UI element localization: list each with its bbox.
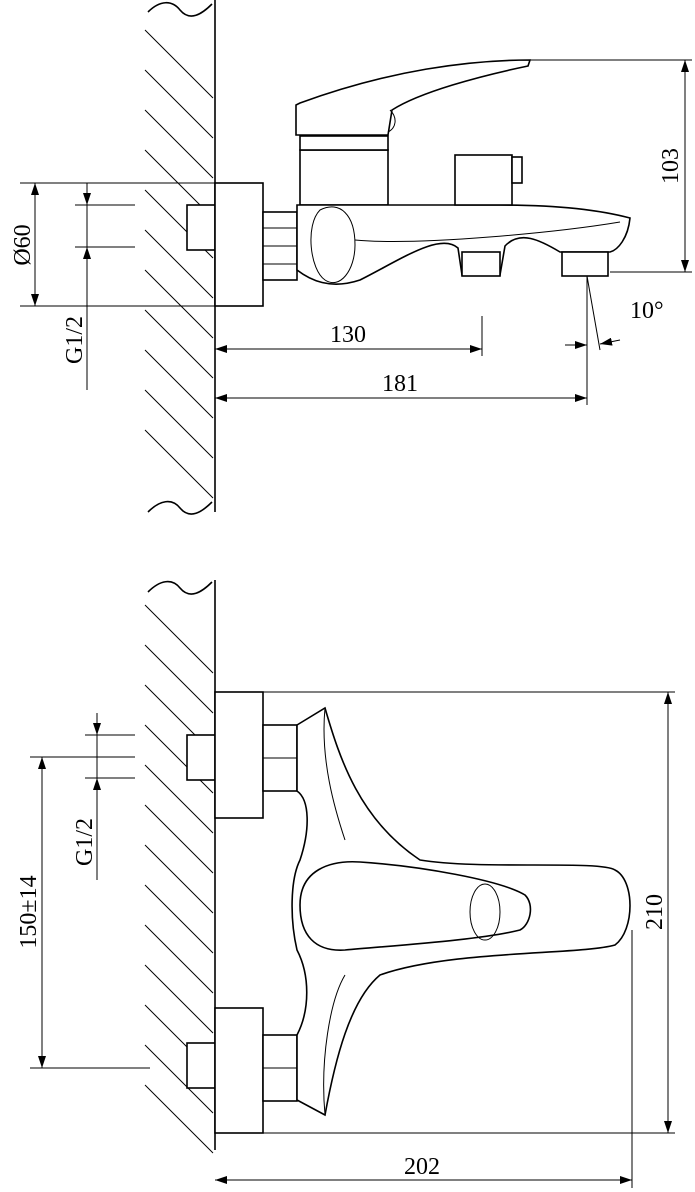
faucet-body-front [291, 706, 631, 1117]
hatch-line [144, 924, 214, 994]
hatch-line [144, 389, 214, 459]
wall-hatching [144, 604, 214, 1154]
hatch-line [144, 29, 214, 99]
hatch-line [144, 1084, 214, 1154]
spout-angle-label: 10° [630, 298, 664, 324]
wall-hatching [144, 29, 214, 499]
wall-connector-stub-bottom [186, 1042, 216, 1089]
depth-spout-dim-label: 181 [382, 371, 418, 397]
wall-connector-stub [186, 204, 216, 251]
break-line-bottom [147, 500, 213, 515]
hex-nut-top [262, 724, 298, 792]
hatch-line [144, 109, 214, 179]
hatch-line [144, 1044, 214, 1114]
height-dim-label: 103 [658, 148, 684, 184]
hatch-line [144, 429, 214, 499]
top-view: 103 Ø60 G1/2 130 181 10° [10, 0, 692, 515]
wall-flange-top [214, 691, 264, 819]
hatch-line [144, 644, 214, 714]
hex-nut [262, 211, 298, 281]
width-dim-label: 202 [404, 1154, 440, 1180]
hatch-line [144, 844, 214, 914]
wall-connector-stub-top [186, 734, 216, 781]
hex-nut-bottom [262, 1034, 298, 1102]
break-line-top [147, 1, 213, 17]
front-view: 210 202 150±14 G1/2 [16, 580, 675, 1188]
hatch-line [144, 349, 214, 419]
hatch-line [144, 309, 214, 379]
diameter-dim-label: Ø60 [10, 224, 36, 265]
thread-label: G1/2 [72, 818, 98, 866]
height-dim-label: 210 [642, 894, 668, 930]
hatch-line [144, 724, 214, 794]
centers-dim-label: 150±14 [16, 875, 42, 948]
hatch-line [144, 764, 214, 834]
wall-flange-bottom [214, 1007, 264, 1134]
faucet-body-side [295, 59, 631, 285]
hatch-line [144, 69, 214, 139]
hatch-line [144, 229, 214, 299]
wall-flange [214, 182, 264, 307]
hatch-line [144, 269, 214, 339]
hatch-line [144, 804, 214, 874]
hatch-line [144, 604, 214, 674]
hatch-line [144, 964, 214, 1034]
hatch-line [144, 884, 214, 954]
thread-label: G1/2 [62, 316, 88, 364]
depth-outlet-dim-label: 130 [330, 322, 366, 348]
break-line-top [147, 580, 213, 595]
